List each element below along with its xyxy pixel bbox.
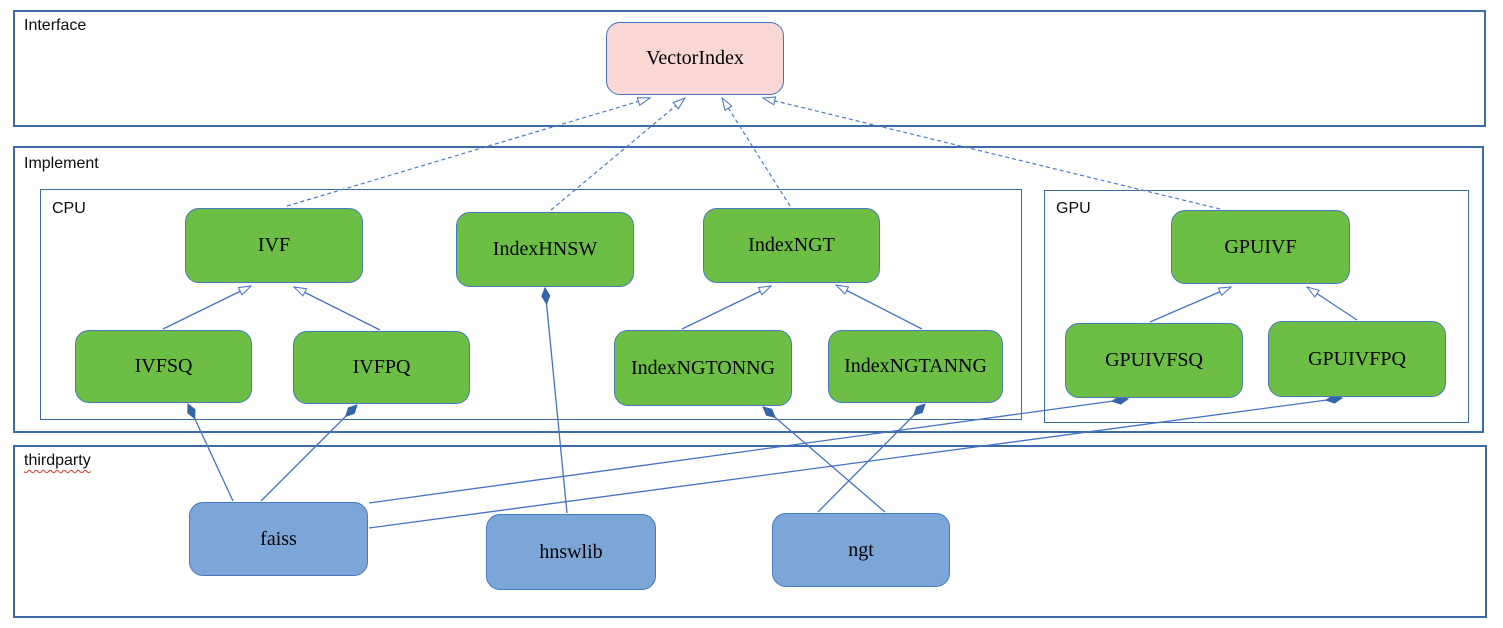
edge-ivfsq-ivf (162, 286, 251, 330)
node-ivf-label: IVF (257, 234, 291, 256)
node-ivfpq-label: IVFPQ (352, 356, 411, 378)
node-gpuivfpq-label: GPUIVFPQ (1308, 347, 1406, 370)
section-gpu (1044, 190, 1469, 423)
edge-gpuivf-vectorindex (763, 98, 1221, 210)
node-ivfsq-label: IVFSQ (134, 355, 193, 377)
node-indexngtonng-label: IndexNGTONNG (630, 356, 776, 379)
node-gpuivfpq: GPUIVFPQ (1268, 321, 1446, 397)
edge-indexngtanng-indexngt (836, 285, 923, 330)
node-faiss: faiss (189, 502, 368, 576)
edge-indexngt-vectorindex (722, 98, 791, 207)
edge-ivfpq-faiss (260, 405, 357, 502)
section-cpu-label: CPU (52, 200, 86, 217)
edge-gpuivfsq-gpuivf (1149, 287, 1231, 323)
node-hnswlib-label: hnswlib (539, 540, 603, 563)
edge-gpuivfpq-gpuivf (1307, 287, 1358, 321)
node-indexngt-label: IndexNGT (748, 234, 835, 256)
node-ivfsq: IVFSQ (75, 330, 252, 403)
node-indexngtanng-label: IndexNGTANNG (844, 355, 987, 377)
edge-gpuivfsq-faiss (368, 399, 1128, 504)
edge-indexngtonng-indexngt (681, 286, 771, 330)
node-indexngtanng: IndexNGTANNG (828, 330, 1003, 403)
section-gpu-label: GPU (1056, 200, 1091, 217)
node-indexhnsw-label: IndexHNSW (492, 238, 598, 260)
node-gpuivf-label: GPUIVF (1224, 235, 1297, 258)
edge-indexhnsw-vectorindex (550, 98, 685, 211)
section-cpu (40, 189, 1022, 420)
section-implement-label: Implement (24, 155, 99, 172)
node-gpuivf: GPUIVF (1171, 210, 1350, 284)
node-indexngt: IndexNGT (703, 208, 880, 283)
section-interface (13, 10, 1486, 127)
node-vectorindex-label: VectorIndex (646, 47, 744, 69)
node-ivfpq: IVFPQ (293, 331, 470, 404)
section-implement (13, 146, 1484, 433)
edge-indexhnsw-hnswlib (545, 288, 568, 514)
node-ivf: IVF (185, 208, 363, 283)
section-thirdparty (13, 445, 1487, 618)
edge-indexngtanng-ngt (817, 404, 925, 513)
edge-ivfsq-faiss (188, 404, 234, 502)
edge-indexngtonng-ngt (763, 407, 886, 513)
section-thirdparty-label: thirdparty (24, 452, 91, 469)
node-indexngtonng: IndexNGTONNG (614, 330, 792, 406)
node-indexhnsw: IndexHNSW (456, 212, 634, 287)
edge-ivfpq-ivf (294, 287, 381, 331)
node-vectorindex: VectorIndex (606, 22, 784, 95)
section-interface-label: Interface (24, 17, 87, 34)
node-ngt: ngt (772, 513, 950, 587)
node-gpuivfsq-label: GPUIVFSQ (1105, 349, 1203, 371)
edge-ivf-vectorindex (286, 98, 650, 207)
node-gpuivfsq: GPUIVFSQ (1065, 323, 1243, 398)
node-faiss-label: faiss (260, 527, 297, 550)
node-ngt-label: ngt (848, 538, 874, 561)
edge-gpuivfpq-faiss (368, 398, 1342, 529)
node-hnswlib: hnswlib (486, 514, 656, 590)
